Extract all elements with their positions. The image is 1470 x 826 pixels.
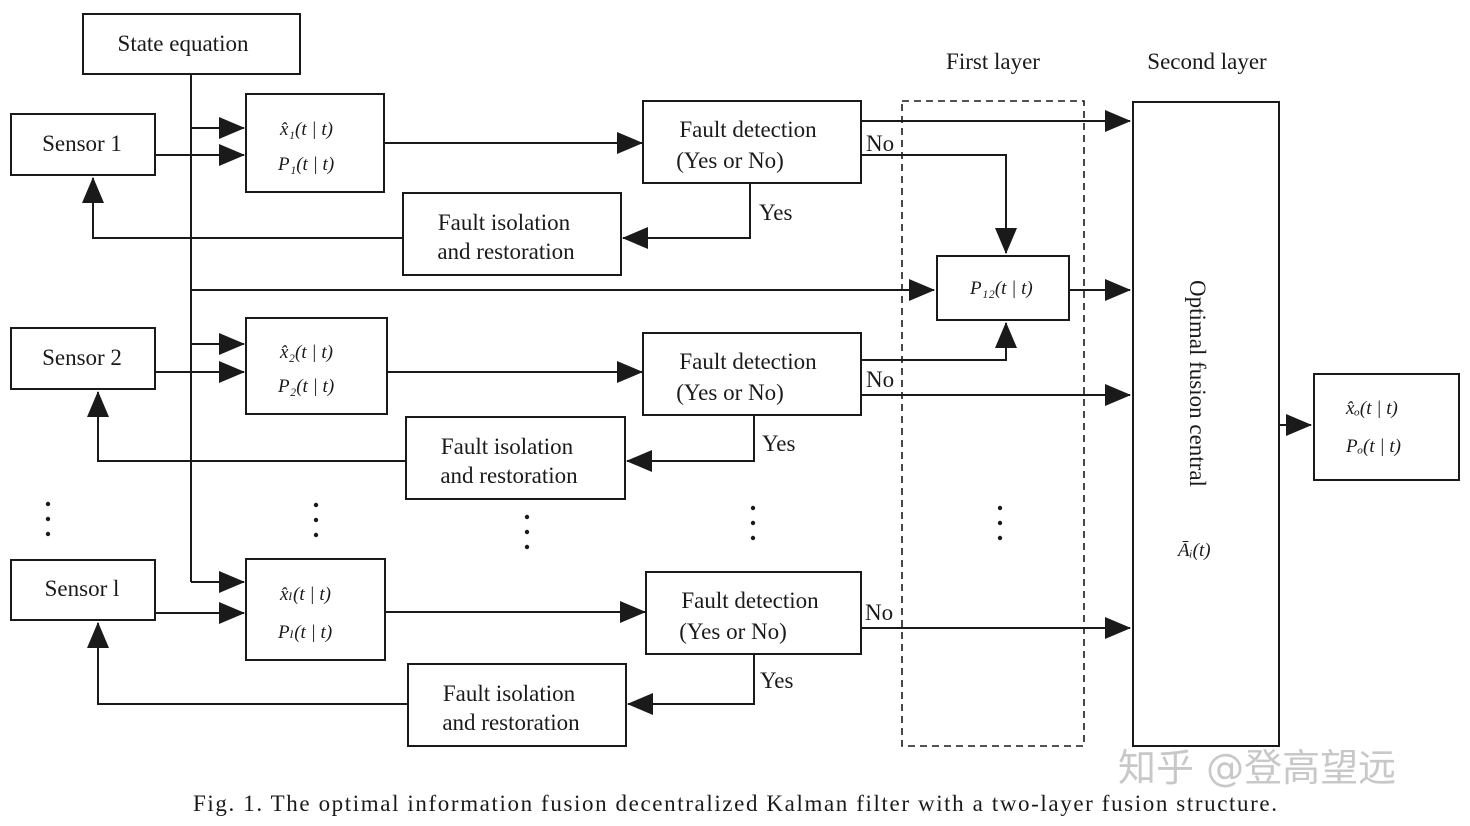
sensor-1-box <box>10 113 156 176</box>
sensor-l-box <box>10 559 156 621</box>
local-filter-2-box <box>245 317 388 415</box>
ellipsis-isolation <box>524 514 530 550</box>
sensor-2-label: Sensor 2 <box>42 345 122 370</box>
fault-detection-2-line2: (Yes or No) <box>676 380 784 405</box>
detect-1-yes-to-isolation-arrow <box>622 183 751 249</box>
fault-isolation-l-line1: Fault isolation <box>443 681 576 706</box>
state-equation-box <box>82 13 301 75</box>
sensor-1-label: Sensor 1 <box>42 131 122 156</box>
detect-l-yes-label: Yes <box>760 668 794 693</box>
detect-1-yes-label: Yes <box>759 200 793 225</box>
fault-detection-1-line1: Fault detection <box>679 117 817 142</box>
output-cov: Pₒ(t | t) <box>1345 436 1401 457</box>
detect-1-no-label: No <box>866 131 894 156</box>
output-state: x̂ₒ(t | t) <box>1345 398 1398 419</box>
fusion-center-weight: Āᵢ(t) <box>1176 540 1211 561</box>
ellipsis-sensors <box>45 501 51 537</box>
fault-isolation-1-line2: and restoration <box>437 239 575 264</box>
local-filter-1-box <box>245 93 385 193</box>
fault-detection-1-line2: (Yes or No) <box>676 148 784 173</box>
isolation-l-to-sensor-l-arrow <box>87 622 408 705</box>
local-filter-2-cov: P₂(t | t) <box>277 376 334 397</box>
watermark-text: 知乎 @登高望远 <box>1118 746 1396 790</box>
local-filter-l-state: x̂ₗ(t | t) <box>279 584 331 605</box>
detect-l-no-label: No <box>865 600 893 625</box>
fault-isolation-2-line2: and restoration <box>440 463 578 488</box>
detect-2-yes-label: Yes <box>762 431 796 456</box>
detect-l-yes-to-isolation-arrow <box>627 654 755 715</box>
first-layer-label: First layer <box>946 49 1040 74</box>
local-filter-1-state: x̂₁(t | t) <box>279 119 333 140</box>
first-layer-region <box>901 100 1085 747</box>
isolation-2-to-sensor-2-arrow <box>87 391 406 462</box>
fault-detection-1-box <box>642 100 862 184</box>
cross-covariance-box <box>936 255 1070 321</box>
fault-isolation-l-box <box>407 663 627 747</box>
fault-detection-2-line1: Fault detection <box>679 349 817 374</box>
state-equation-label: State equation <box>118 31 249 56</box>
ellipsis-detection <box>750 505 756 541</box>
isolation-1-to-sensor-1-arrow <box>82 177 403 239</box>
local-filter-1-cov: P₁(t | t) <box>277 154 334 175</box>
detect-2-yes-to-isolation-arrow <box>626 415 755 472</box>
detect-2-to-p12-arrow <box>861 322 1017 361</box>
local-filter-2-state: x̂₂(t | t) <box>279 342 333 363</box>
local-filter-l-cov: Pₗ(t | t) <box>277 622 332 643</box>
ellipsis-first-layer <box>997 505 1003 541</box>
fusion-center-title: Optimal fusion central <box>1185 280 1210 487</box>
fault-detection-l-line1: Fault detection <box>681 588 819 613</box>
figure-caption: Fig. 1. The optimal information fusion d… <box>193 791 1277 816</box>
fault-isolation-l-line2: and restoration <box>442 710 580 735</box>
ellipsis-filters <box>313 502 319 538</box>
detect-1-no-to-p12-arrow <box>861 154 1017 254</box>
fusion-center-box <box>1132 101 1280 747</box>
fault-isolation-1-box <box>402 192 622 276</box>
cross-covariance-label: P₁₂(t | t) <box>969 278 1033 299</box>
second-layer-label: Second layer <box>1147 49 1267 74</box>
detect-2-no-label: No <box>866 367 894 392</box>
fault-detection-l-box <box>645 571 862 655</box>
local-filter-l-box <box>245 558 386 661</box>
sensor-l-label: Sensor l <box>45 576 120 601</box>
fault-detection-l-line2: (Yes or No) <box>679 619 787 644</box>
fault-isolation-1-line1: Fault isolation <box>438 210 571 235</box>
fault-isolation-2-line1: Fault isolation <box>441 434 574 459</box>
fault-detection-2-box <box>642 332 862 416</box>
fault-isolation-2-box <box>405 416 626 500</box>
output-box <box>1313 373 1460 481</box>
sensor-2-box <box>10 327 156 390</box>
